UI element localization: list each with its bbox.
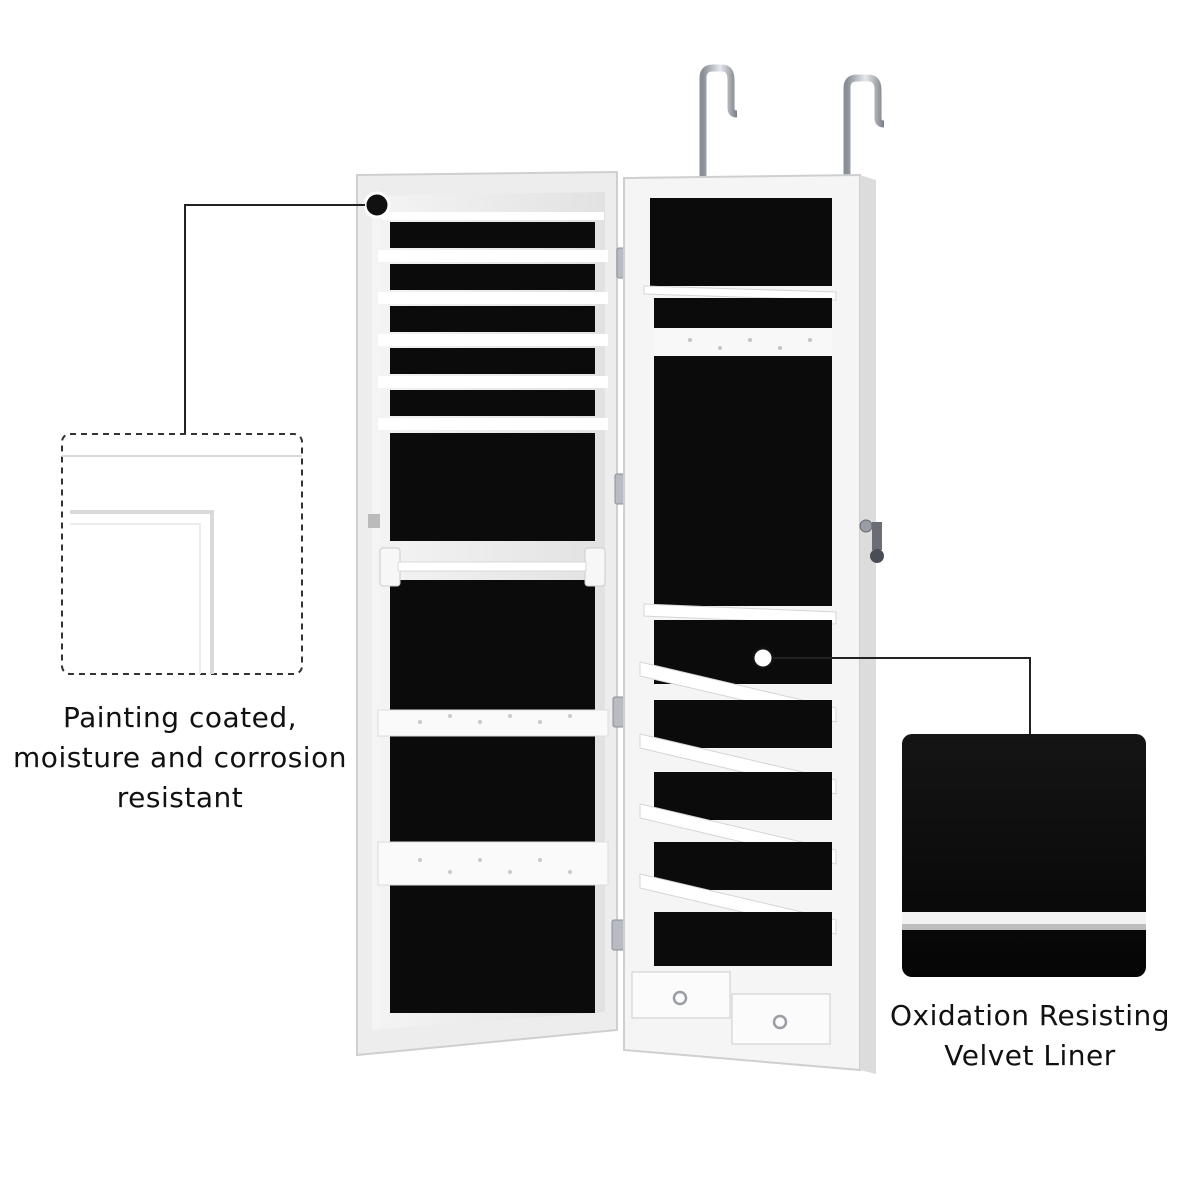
- caption-line: Oxidation Resisting: [889, 999, 1170, 1032]
- necklace-bar: [379, 547, 606, 587]
- drawer-knob-icon: [772, 1014, 788, 1030]
- callout-marker-icon: [363, 191, 391, 219]
- liner-zoom-frame: [902, 734, 1146, 977]
- coating-caption: Painting coated, moisture and corrosion …: [10, 698, 350, 818]
- callout-liner: [751, 646, 1146, 977]
- lock-icon: [859, 519, 873, 533]
- lock: [859, 519, 884, 563]
- key-icon: [870, 522, 884, 563]
- callout-marker-icon: [751, 646, 775, 670]
- hook-icon: [699, 64, 738, 185]
- caption-line: moisture and corrosion: [13, 741, 347, 774]
- coating-zoom-frame: [61, 433, 303, 675]
- caption-line: Painting coated,: [62, 701, 298, 734]
- drawer-knob-icon: [672, 990, 688, 1006]
- callout-coating: [61, 191, 391, 675]
- earring-racks: [378, 212, 608, 430]
- caption-line: Velvet Liner: [944, 1039, 1116, 1072]
- cabinet-body: [623, 173, 884, 1074]
- door-hooks: [699, 64, 885, 185]
- hook-icon: [843, 74, 885, 185]
- cabinet-door: [356, 170, 618, 1057]
- liner-caption: Oxidation Resisting Velvet Liner: [880, 996, 1180, 1076]
- drawers: [631, 971, 831, 1045]
- caption-line: resistant: [116, 781, 244, 814]
